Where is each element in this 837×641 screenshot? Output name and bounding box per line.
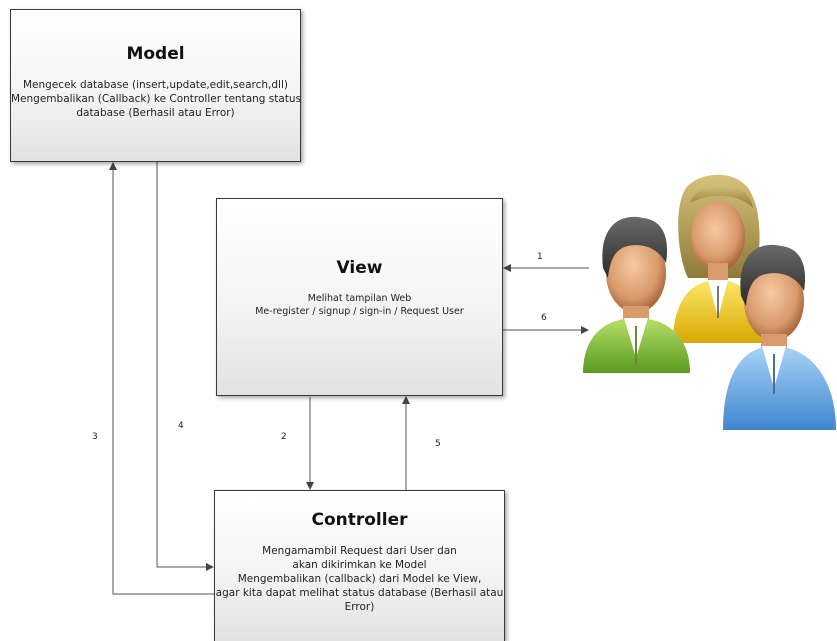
arrow-2-label: 2 — [281, 432, 287, 442]
controller-line-5: Error) — [344, 601, 375, 613]
model-box: Model Mengecek database (insert,update,e… — [10, 9, 301, 162]
controller-line-3: Mengembalikan (callback) dari Model ke V… — [237, 573, 482, 585]
controller-line-2: akan dikirimkan ke Model — [292, 559, 427, 571]
arrow-6-label: 6 — [541, 313, 547, 323]
model-line-3: database (Berhasil atau Error) — [76, 107, 235, 119]
controller-line-4: agar kita dapat melihat status database … — [215, 587, 504, 599]
user-green — [583, 216, 690, 373]
view-line-1: Melihat tampilan Web — [307, 293, 412, 304]
controller-title: Controller — [311, 510, 408, 530]
arrow-3 — [109, 162, 214, 595]
arrow-5-label: 5 — [435, 439, 441, 449]
controller-box: Controller Mengamambil Request dari User… — [214, 490, 505, 641]
arrow-1-label: 1 — [537, 252, 543, 262]
view-line-2: Me-register / signup / sign-in / Request… — [255, 306, 464, 317]
view-box: View Melihat tampilan Web Me-register / … — [216, 198, 503, 396]
user-blue — [723, 244, 836, 430]
controller-line-1: Mengamambil Request dari User dan — [262, 545, 457, 557]
user-yellow — [673, 174, 763, 343]
users-group-icon — [583, 174, 836, 430]
arrow-3-label: 3 — [92, 432, 98, 442]
arrow-4 — [156, 162, 214, 571]
model-line-2: Mengembalikan (Callback) ke Controller t… — [11, 93, 302, 105]
model-title: Model — [126, 44, 185, 64]
model-line-1: Mengecek database (insert,update,edit,se… — [23, 79, 288, 91]
view-title: View — [336, 258, 383, 278]
arrow-4-label: 4 — [178, 421, 184, 431]
